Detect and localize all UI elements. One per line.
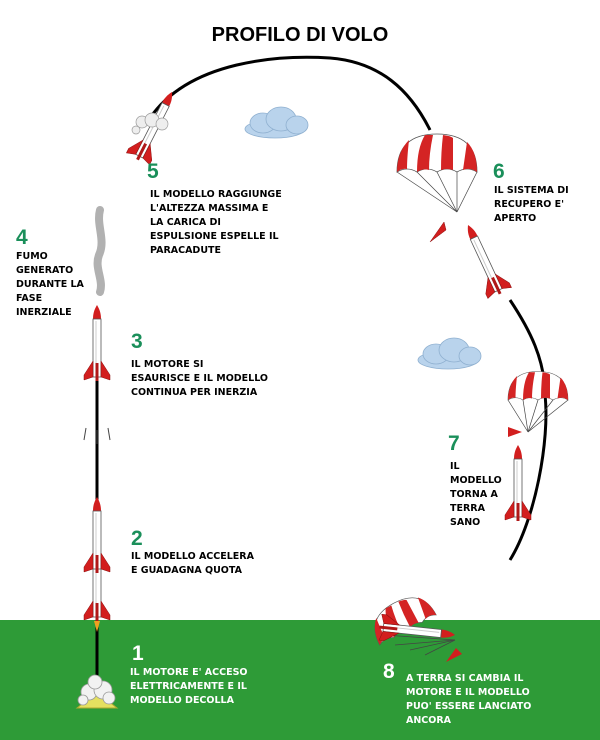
flight-path-descent <box>508 299 548 561</box>
shroud-lines <box>507 399 569 433</box>
nose-cone-icon <box>429 221 447 243</box>
caption-line: TORNA A <box>450 489 498 500</box>
caption-line: ESAURISCE E IL MODELLO <box>131 373 269 384</box>
caption-line: INERZIALE <box>16 307 72 318</box>
flight-path-arc <box>148 55 432 131</box>
rocket-icon <box>455 219 513 300</box>
rocket-icon <box>504 444 532 522</box>
cloud-icon <box>244 106 309 139</box>
page-title: PROFILO DI VOLO <box>211 24 389 46</box>
caption-line: IL MODELLO RAGGIUNGE <box>150 189 282 200</box>
nose-cone-icon <box>446 648 462 662</box>
caption-line: MODELLO DECOLLA <box>130 695 234 706</box>
step-number: 3 <box>131 330 143 353</box>
caption-line: ANCORA <box>406 715 452 726</box>
caption-line: IL MOTORE SI <box>131 359 204 370</box>
caption-line: FASE <box>16 293 43 304</box>
step-caption: A TERRA SI CAMBIA IL MOTORE E IL MODELLO… <box>406 672 531 728</box>
rocket-icon <box>83 304 111 382</box>
step-caption: IL MOTORE SI ESAURISCE E IL MODELLO CONT… <box>131 358 268 400</box>
caption-line: ELETTRICAMENTE E IL <box>130 681 247 692</box>
caption-line: SANO <box>450 517 481 528</box>
step-number: 1 <box>132 642 144 665</box>
cloud-icon <box>417 337 482 370</box>
caption-line: RECUPERO E' <box>494 199 565 210</box>
caption-line: IL MOTORE E' ACCESO <box>130 667 248 678</box>
parachute-icon <box>396 133 478 173</box>
exhaust-cloud-icon <box>75 674 119 709</box>
shroud-lines <box>384 634 456 656</box>
caption-line: DURANTE LA <box>16 279 84 290</box>
ejection-puff-icon <box>131 112 169 135</box>
step-number: 5 <box>147 160 159 183</box>
caption-line: FUMO <box>16 251 48 262</box>
step-number: 2 <box>131 527 143 550</box>
caption-line: L'ALTEZZA MASSIMA E <box>150 203 269 214</box>
step-number: 7 <box>448 432 460 455</box>
caption-line: GENERATO <box>16 265 74 276</box>
caption-line: ESPULSIONE ESPELLE IL <box>150 231 279 242</box>
step-caption: IL MOTORE E' ACCESO ELETTRICAMENTE E IL … <box>130 666 248 708</box>
caption-line: E GUADAGNA QUOTA <box>131 565 242 576</box>
caption-line: MOTORE E IL MODELLO <box>406 687 530 698</box>
caption-line: A TERRA SI CAMBIA IL <box>406 673 524 684</box>
step-number: 8 <box>383 660 395 683</box>
step-caption: IL MODELLO RAGGIUNGE L'ALTEZZA MASSIMA E… <box>150 188 282 258</box>
caption-line: PUO' ESSERE LANCIATO <box>406 701 532 712</box>
caption-line: IL SISTEMA DI <box>494 185 569 196</box>
caption-line: CONTINUA PER INERZIA <box>131 387 258 398</box>
caption-line: MODELLO <box>450 475 502 486</box>
step-caption: IL MODELLO ACCELERA E GUADAGNA QUOTA <box>131 550 254 578</box>
motion-lines <box>83 427 111 444</box>
caption-line: PARACADUTE <box>150 245 222 256</box>
step-number: 4 <box>16 226 28 249</box>
nose-cone-icon <box>508 427 522 437</box>
step-caption: IL MODELLO TORNA A TERRA SANO <box>450 460 502 530</box>
caption-line: APERTO <box>494 213 537 224</box>
shroud-lines <box>396 171 478 213</box>
parachute-icon <box>507 371 569 401</box>
step-number: 6 <box>493 160 505 183</box>
flame-icon <box>94 621 100 632</box>
caption-line: TERRA <box>450 503 485 514</box>
caption-line: IL MODELLO ACCELERA <box>131 551 254 562</box>
step-caption: FUMO GENERATO DURANTE LA FASE INERZIALE <box>16 250 84 320</box>
smoke-trail <box>93 206 106 296</box>
caption-line: IL <box>450 461 460 472</box>
caption-line: LA CARICA DI <box>150 217 221 228</box>
step-caption: IL SISTEMA DI RECUPERO E' APERTO <box>494 184 569 226</box>
rocket-icon <box>83 496 111 574</box>
